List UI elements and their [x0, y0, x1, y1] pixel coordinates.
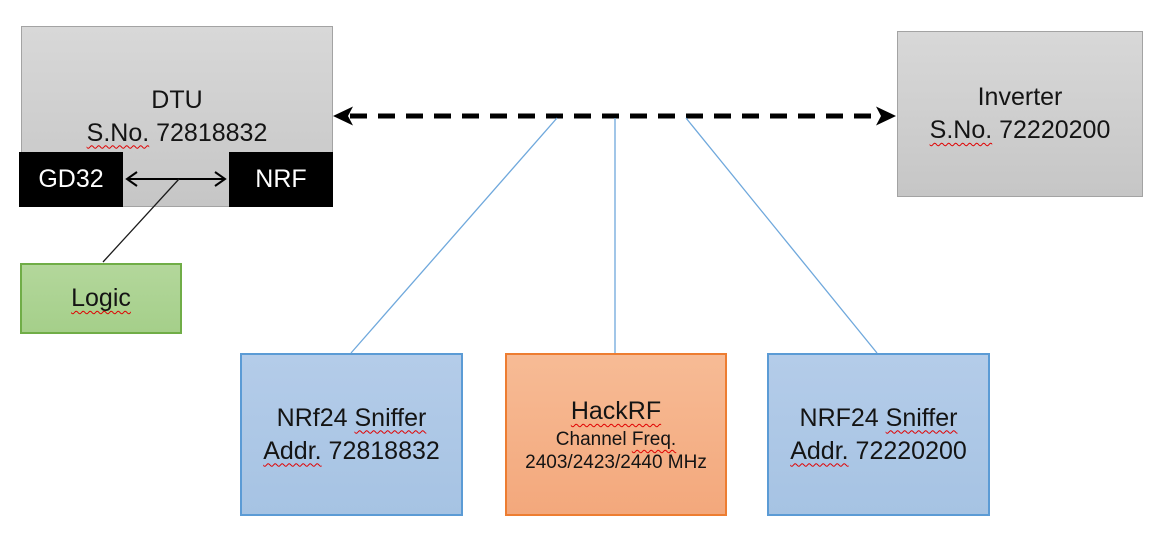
hackrf-title: HackRF	[570, 397, 662, 425]
nrf-label: NRF	[255, 165, 307, 193]
inverter-serial-number: 72220200	[999, 116, 1111, 144]
hackrf-title-line: HackRF	[571, 395, 661, 428]
hackrf-box: HackRF Channel Freq. 2403/2423/2440 MHz	[505, 353, 727, 516]
sniffer-left-addr-line: Addr. 72818832	[263, 435, 440, 468]
dtu-serial-label: S.No.	[86, 118, 150, 147]
sniffer-left-name-line: NRf24 Sniffer	[277, 402, 427, 435]
sniffer-right-name-line: NRF24 Sniffer	[800, 402, 958, 435]
inverter-title: Inverter	[977, 83, 1063, 111]
hackrf-freq-label-line: Channel Freq.	[556, 428, 676, 451]
sniffer-left-name-prefix: NRf24	[276, 403, 348, 432]
dtu-serial-number: 72818832	[156, 118, 268, 147]
tap-line-sniffer-right	[685, 117, 878, 354]
nrf-chip-box: NRF	[229, 152, 333, 207]
sniffer-left-addr-value: 72818832	[328, 436, 440, 465]
hackrf-freq-label-word2: Freq.	[631, 429, 677, 450]
sniffer-right-name-prefix: NRF24	[799, 403, 879, 432]
sniffer-right-addr-value: 72220200	[855, 436, 967, 465]
inverter-serial-line: S.No. 72220200	[930, 114, 1111, 147]
dashed-arrowhead-right-icon	[876, 106, 896, 126]
logic-label-text: Logic	[71, 284, 131, 312]
inverter-box: Inverter S.No. 72220200	[897, 31, 1143, 197]
sniffer-right-box: NRF24 Sniffer Addr. 72220200	[767, 353, 990, 516]
tap-line-sniffer-left	[350, 117, 558, 354]
hackrf-freq-label-word1: Channel	[555, 429, 627, 450]
hackrf-frequencies: 2403/2423/2440 MHz	[525, 452, 707, 473]
dtu-title: DTU	[151, 85, 203, 114]
dtu-serial-line: S.No. 72818832	[87, 117, 268, 150]
logic-box: Logic	[20, 263, 182, 334]
sniffer-left-name-word: Sniffer	[354, 403, 427, 432]
inverter-serial-label: S.No.	[929, 116, 993, 144]
dashed-arrowhead-left-icon	[333, 106, 353, 126]
sniffer-left-addr-label: Addr.	[263, 436, 322, 465]
gd32-label: GD32	[38, 165, 104, 193]
sniffer-left-box: NRf24 Sniffer Addr. 72818832	[240, 353, 463, 516]
logic-label: Logic	[71, 282, 131, 315]
sniffer-right-name-word: Sniffer	[885, 403, 958, 432]
sniffer-right-addr-label: Addr.	[790, 436, 849, 465]
gd32-chip-box: GD32	[19, 152, 123, 207]
sniffer-right-addr-line: Addr. 72220200	[790, 435, 967, 468]
